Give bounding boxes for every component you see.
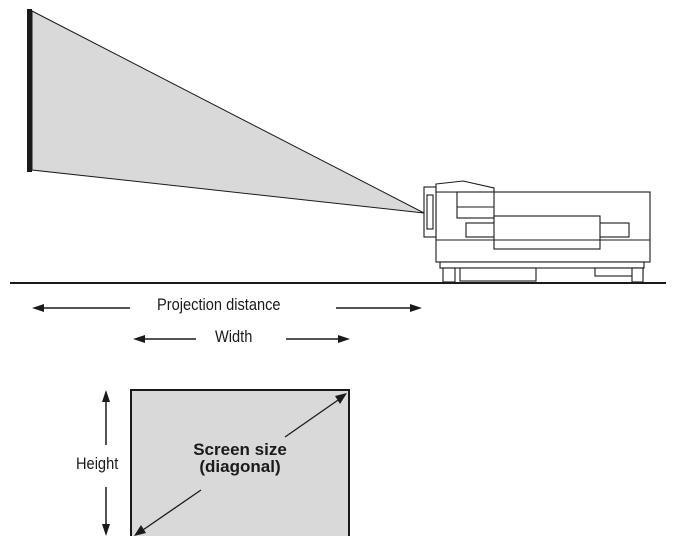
width-arrows — [133, 335, 350, 343]
projection-screen-icon — [27, 9, 32, 172]
projector-icon — [423, 180, 651, 283]
diagonal-arrows — [134, 393, 347, 536]
screen-size-diagonal-label: (diagonal) — [199, 457, 281, 476]
projection-beam — [31, 10, 425, 214]
screen-front-view — [130, 389, 350, 541]
screen-size-label: Screen size — [193, 440, 287, 459]
height-label: Height — [76, 454, 119, 473]
projection-distance-arrows — [32, 304, 422, 312]
width-label: Width — [215, 327, 253, 346]
projection-distance-label: Projection distance — [157, 295, 281, 314]
height-arrows — [102, 390, 110, 536]
